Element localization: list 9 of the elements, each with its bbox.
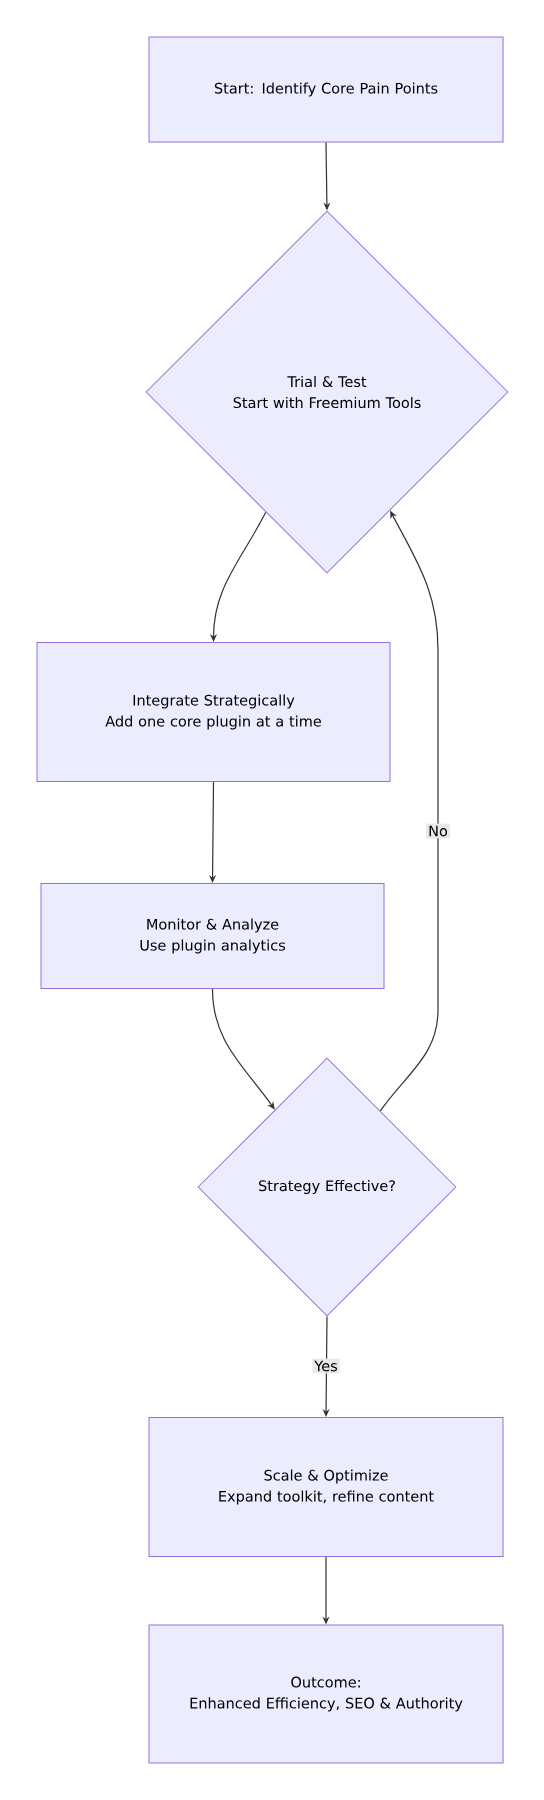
process-box: Outcome: Enhanced Efficiency, SEO & Authority	[148, 1624, 504, 1764]
process-box: Start: Identify Core Pain Points	[148, 36, 504, 143]
process-box: Integrate Strategically Add one core plugin at a time	[36, 642, 391, 782]
arrow	[211, 988, 275, 1110]
process-box: Scale & Optimize Expand toolkit, refine content	[148, 1417, 504, 1557]
edge-label: No	[426, 823, 450, 839]
process-box: Monitor & Analyze Use plugin analytics	[40, 883, 385, 989]
edge-label: Yes	[312, 1358, 340, 1374]
arrow	[209, 781, 217, 883]
